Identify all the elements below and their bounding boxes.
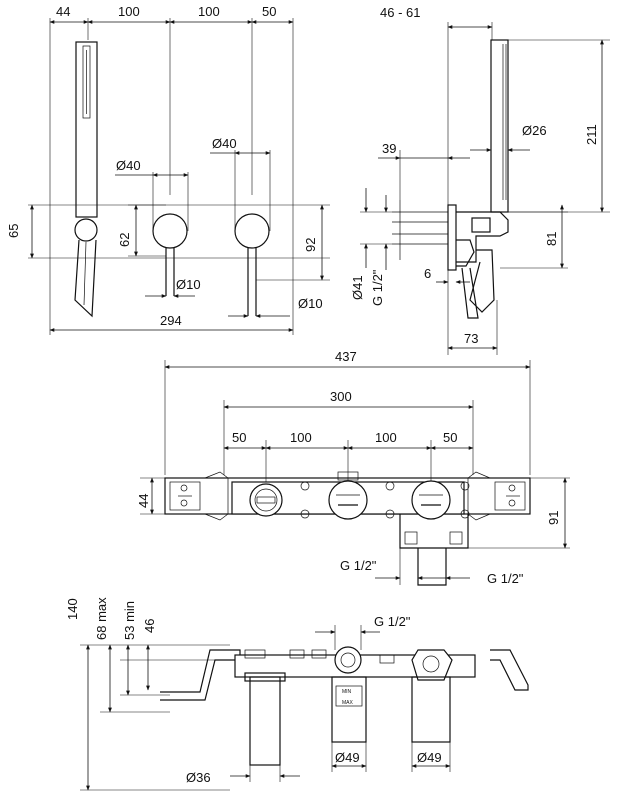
- thread-top-label: G 1/2": [374, 614, 411, 629]
- dim-44-body-label: 44: [136, 494, 151, 508]
- dim-65-label: 65: [6, 224, 21, 238]
- dim-300-label: 300: [330, 389, 352, 404]
- dim-437-label: 437: [335, 349, 357, 364]
- side-view: 46 - 61 211 Ø26 81 39: [350, 5, 610, 355]
- hand-shower-side: [490, 39, 509, 213]
- dia-40-b-label: Ø40: [212, 136, 237, 151]
- dim-62-label: 62: [117, 233, 132, 247]
- mixer-knob: [234, 213, 270, 249]
- mixer-sleeve-1: [331, 676, 367, 743]
- dim-39-label: 39: [382, 141, 396, 156]
- dim-294-label: 294: [160, 313, 182, 328]
- diverter-sleeve: [249, 676, 281, 766]
- top-connector: [334, 646, 362, 674]
- front-view: 44 100 100 50 65 Ø40 Ø40: [6, 4, 330, 335]
- thread-right-label: G 1/2": [487, 571, 524, 586]
- mixer-body-1: [328, 480, 368, 520]
- dim-91-label: 91: [546, 511, 561, 525]
- dim-50-label: 50: [262, 4, 276, 19]
- dia-40-a-label: Ø40: [116, 158, 141, 173]
- body-top-view: 437 300 50 100 100 50: [136, 349, 570, 586]
- dim-68-max-label: 68 max: [94, 597, 109, 640]
- dim-100-a-label: 100: [118, 4, 140, 19]
- dim-50-b-label: 50: [443, 430, 457, 445]
- dim-6-label: 6: [424, 266, 431, 281]
- dia-41-label: Ø41: [350, 275, 365, 300]
- dia-10-a-label: Ø10: [176, 277, 201, 292]
- diverter-knob: [152, 213, 188, 249]
- mixer-body-2: [411, 480, 451, 520]
- min-mark-label: MIN: [342, 689, 352, 695]
- dia-26-label: Ø26: [522, 123, 547, 138]
- dim-100-b-label: 100: [375, 430, 397, 445]
- hand-shower: [75, 41, 98, 218]
- thread-left-label: G 1/2": [340, 558, 377, 573]
- body-side-view: 140 68 max 53 min 46 G 1/2" MIN MAX: [65, 597, 529, 791]
- dim-92-label: 92: [303, 238, 318, 252]
- thread-side-label: G 1/2": [370, 269, 385, 306]
- dim-140-label: 140: [65, 598, 80, 620]
- dim-50-a-label: 50: [232, 430, 246, 445]
- dim-211-label: 211: [584, 124, 599, 145]
- dim-53-min-label: 53 min: [122, 601, 137, 640]
- dim-73-label: 73: [464, 331, 478, 346]
- dim-46-label: 46: [142, 619, 157, 633]
- dim-44-label: 44: [56, 4, 70, 19]
- dia-36-label: Ø36: [186, 770, 211, 785]
- wall-plate-side: [447, 204, 457, 271]
- dim-46-61-label: 46 - 61: [380, 5, 420, 20]
- dim-100-a-label: 100: [290, 430, 312, 445]
- mixer-sleeve-2: [411, 676, 451, 743]
- max-mark-label: MAX: [342, 700, 354, 706]
- dim-81-label: 81: [544, 232, 559, 246]
- dia-10-b-label: Ø10: [298, 296, 323, 311]
- dim-100-b-label: 100: [198, 4, 220, 19]
- dia-49-a-label: Ø49: [335, 750, 360, 765]
- dia-49-b-label: Ø49: [417, 750, 442, 765]
